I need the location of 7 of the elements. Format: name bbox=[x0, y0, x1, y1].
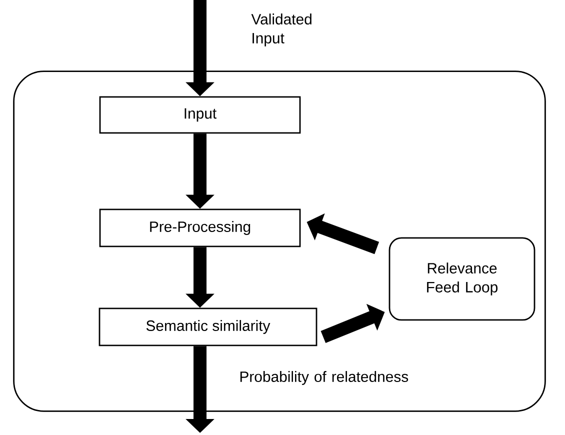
edge-label: Validated Input bbox=[251, 14, 312, 46]
process-box: Pre-Processing bbox=[99, 208, 301, 248]
edge-label: Probability of relatedness bbox=[240, 371, 408, 385]
container-box bbox=[13, 70, 546, 412]
process-box: Input bbox=[99, 96, 301, 134]
process-box: Semantic similarity bbox=[98, 308, 318, 346]
loop-box: Relevance Feed Loop bbox=[388, 237, 536, 321]
